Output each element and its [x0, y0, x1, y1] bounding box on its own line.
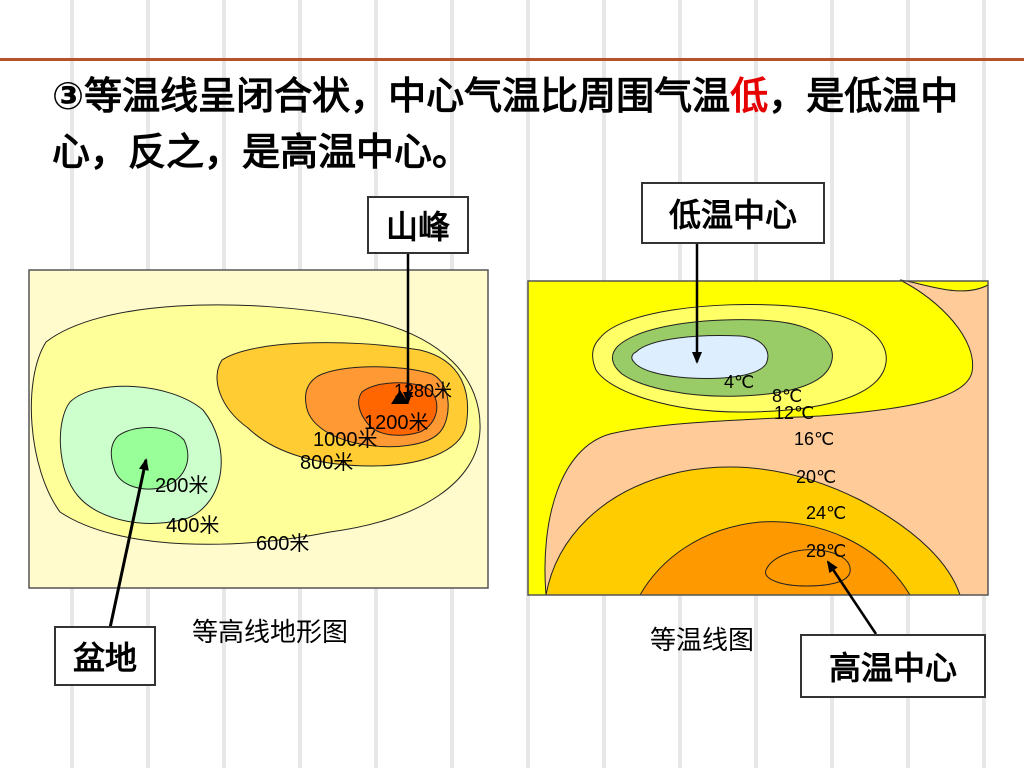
title-part2: ，是低温中心，反之，是高温中心。 [52, 74, 959, 174]
label-200: 200米 [155, 474, 208, 497]
title-part1: ③等温线呈闭合状，中心气温比周围气温 [52, 74, 731, 118]
label-800: 800米 [300, 451, 353, 474]
label-400: 400米 [166, 514, 219, 537]
top-rule [0, 58, 1024, 61]
hot-center-arrow [826, 560, 878, 635]
peak-label-box: 山峰 [367, 196, 469, 254]
contour-200-basin [110, 426, 189, 490]
label-1200: 1200米 [364, 411, 429, 434]
label-4c: 4℃ [724, 372, 754, 392]
cold-center-label: 低温中心 [668, 196, 797, 234]
basin-label-box: 盆地 [54, 626, 156, 686]
isotherm-map: 4℃ 8℃ 12℃ 16℃ 20℃ 24℃ 28℃ [527, 244, 989, 635]
contour-map-caption: 等高线地形图 [192, 618, 349, 648]
peak-label: 山峰 [385, 208, 450, 246]
isotherm-map-caption: 等温线图 [650, 626, 755, 656]
contour-map: 1280米 1200米 1000米 800米 200米 400米 600米 [28, 254, 489, 629]
title-highlight: 低 [730, 74, 769, 118]
label-20c: 20℃ [796, 467, 836, 487]
label-1000: 1000米 [313, 428, 378, 451]
hot-center-label-box: 高温中心 [800, 634, 986, 698]
label-28c: 28℃ [806, 541, 846, 561]
slide-title: ③等温线呈闭合状，中心气温比周围气温低，是低温中心，反之，是高温中心。 [52, 68, 992, 180]
label-12c: 12℃ [774, 403, 814, 423]
label-8c: 8℃ [772, 386, 802, 406]
cold-center-label-box: 低温中心 [641, 182, 825, 244]
basin-arrow [108, 458, 149, 629]
label-16c: 16℃ [794, 429, 834, 449]
isotherm-28-center [765, 549, 851, 587]
label-1280: 1280米 [394, 381, 452, 401]
isotherm-map-border [527, 280, 989, 596]
label-600: 600米 [256, 532, 309, 555]
hot-center-label: 高温中心 [828, 649, 957, 687]
label-24c: 24℃ [806, 503, 846, 523]
basin-label: 盆地 [72, 639, 137, 677]
